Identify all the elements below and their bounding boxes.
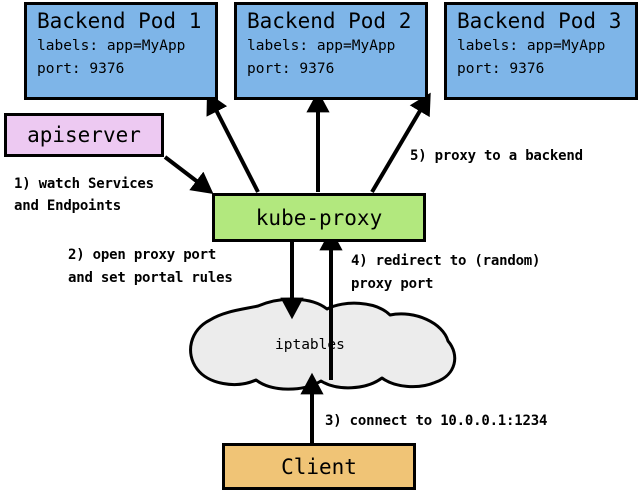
annotation-step-4-line-2: proxy port	[351, 276, 434, 292]
arrow-apiserver-to-kubeproxy	[163, 155, 214, 195]
pod-title: Backend Pod 2	[247, 9, 412, 33]
annotation-step-4-line-1: 4) redirect to (random)	[351, 253, 541, 269]
pod-labels: labels: app=MyApp	[37, 38, 186, 54]
annotation-step-2-line-1: 2) open proxy port	[68, 247, 217, 263]
arrow-kubeproxy-to-pod1	[206, 92, 260, 193]
client-node: Client	[222, 443, 416, 490]
apiserver-node: apiserver	[4, 113, 164, 157]
backend-pod-3: Backend Pod 3 labels: app=MyApp port: 93…	[444, 2, 638, 100]
pod-title: Backend Pod 1	[37, 9, 202, 33]
iptables-label: iptables	[275, 337, 345, 353]
pod-title: Backend Pod 3	[457, 9, 622, 33]
annotation-step-3-line-1: 3) connect to 10.0.0.1:1234	[325, 413, 548, 429]
backend-pod-2: Backend Pod 2 labels: app=MyApp port: 93…	[234, 2, 428, 100]
pod-port: port: 9376	[247, 61, 335, 77]
client-label: Client	[281, 454, 357, 479]
iptables-cloud	[189, 297, 457, 391]
apiserver-label: apiserver	[27, 123, 141, 147]
annotation-step-5-line-1: 5) proxy to a backend	[410, 148, 583, 164]
pod-port: port: 9376	[457, 61, 545, 77]
kube-proxy-node: kube-proxy	[212, 193, 426, 242]
arrow-kubeproxy-to-pod3	[370, 92, 431, 194]
annotation-step-2-line-2: and set portal rules	[68, 270, 233, 286]
annotation-step-1-line-1: 1) watch Services	[14, 176, 154, 192]
backend-pod-1: Backend Pod 1 labels: app=MyApp port: 93…	[24, 2, 218, 100]
annotation-step-1-line-2: and Endpoints	[14, 198, 121, 214]
pod-labels: labels: app=MyApp	[247, 38, 396, 54]
kube-proxy-label: kube-proxy	[255, 205, 383, 230]
pod-labels: labels: app=MyApp	[457, 38, 606, 54]
pod-port: port: 9376	[37, 61, 125, 77]
